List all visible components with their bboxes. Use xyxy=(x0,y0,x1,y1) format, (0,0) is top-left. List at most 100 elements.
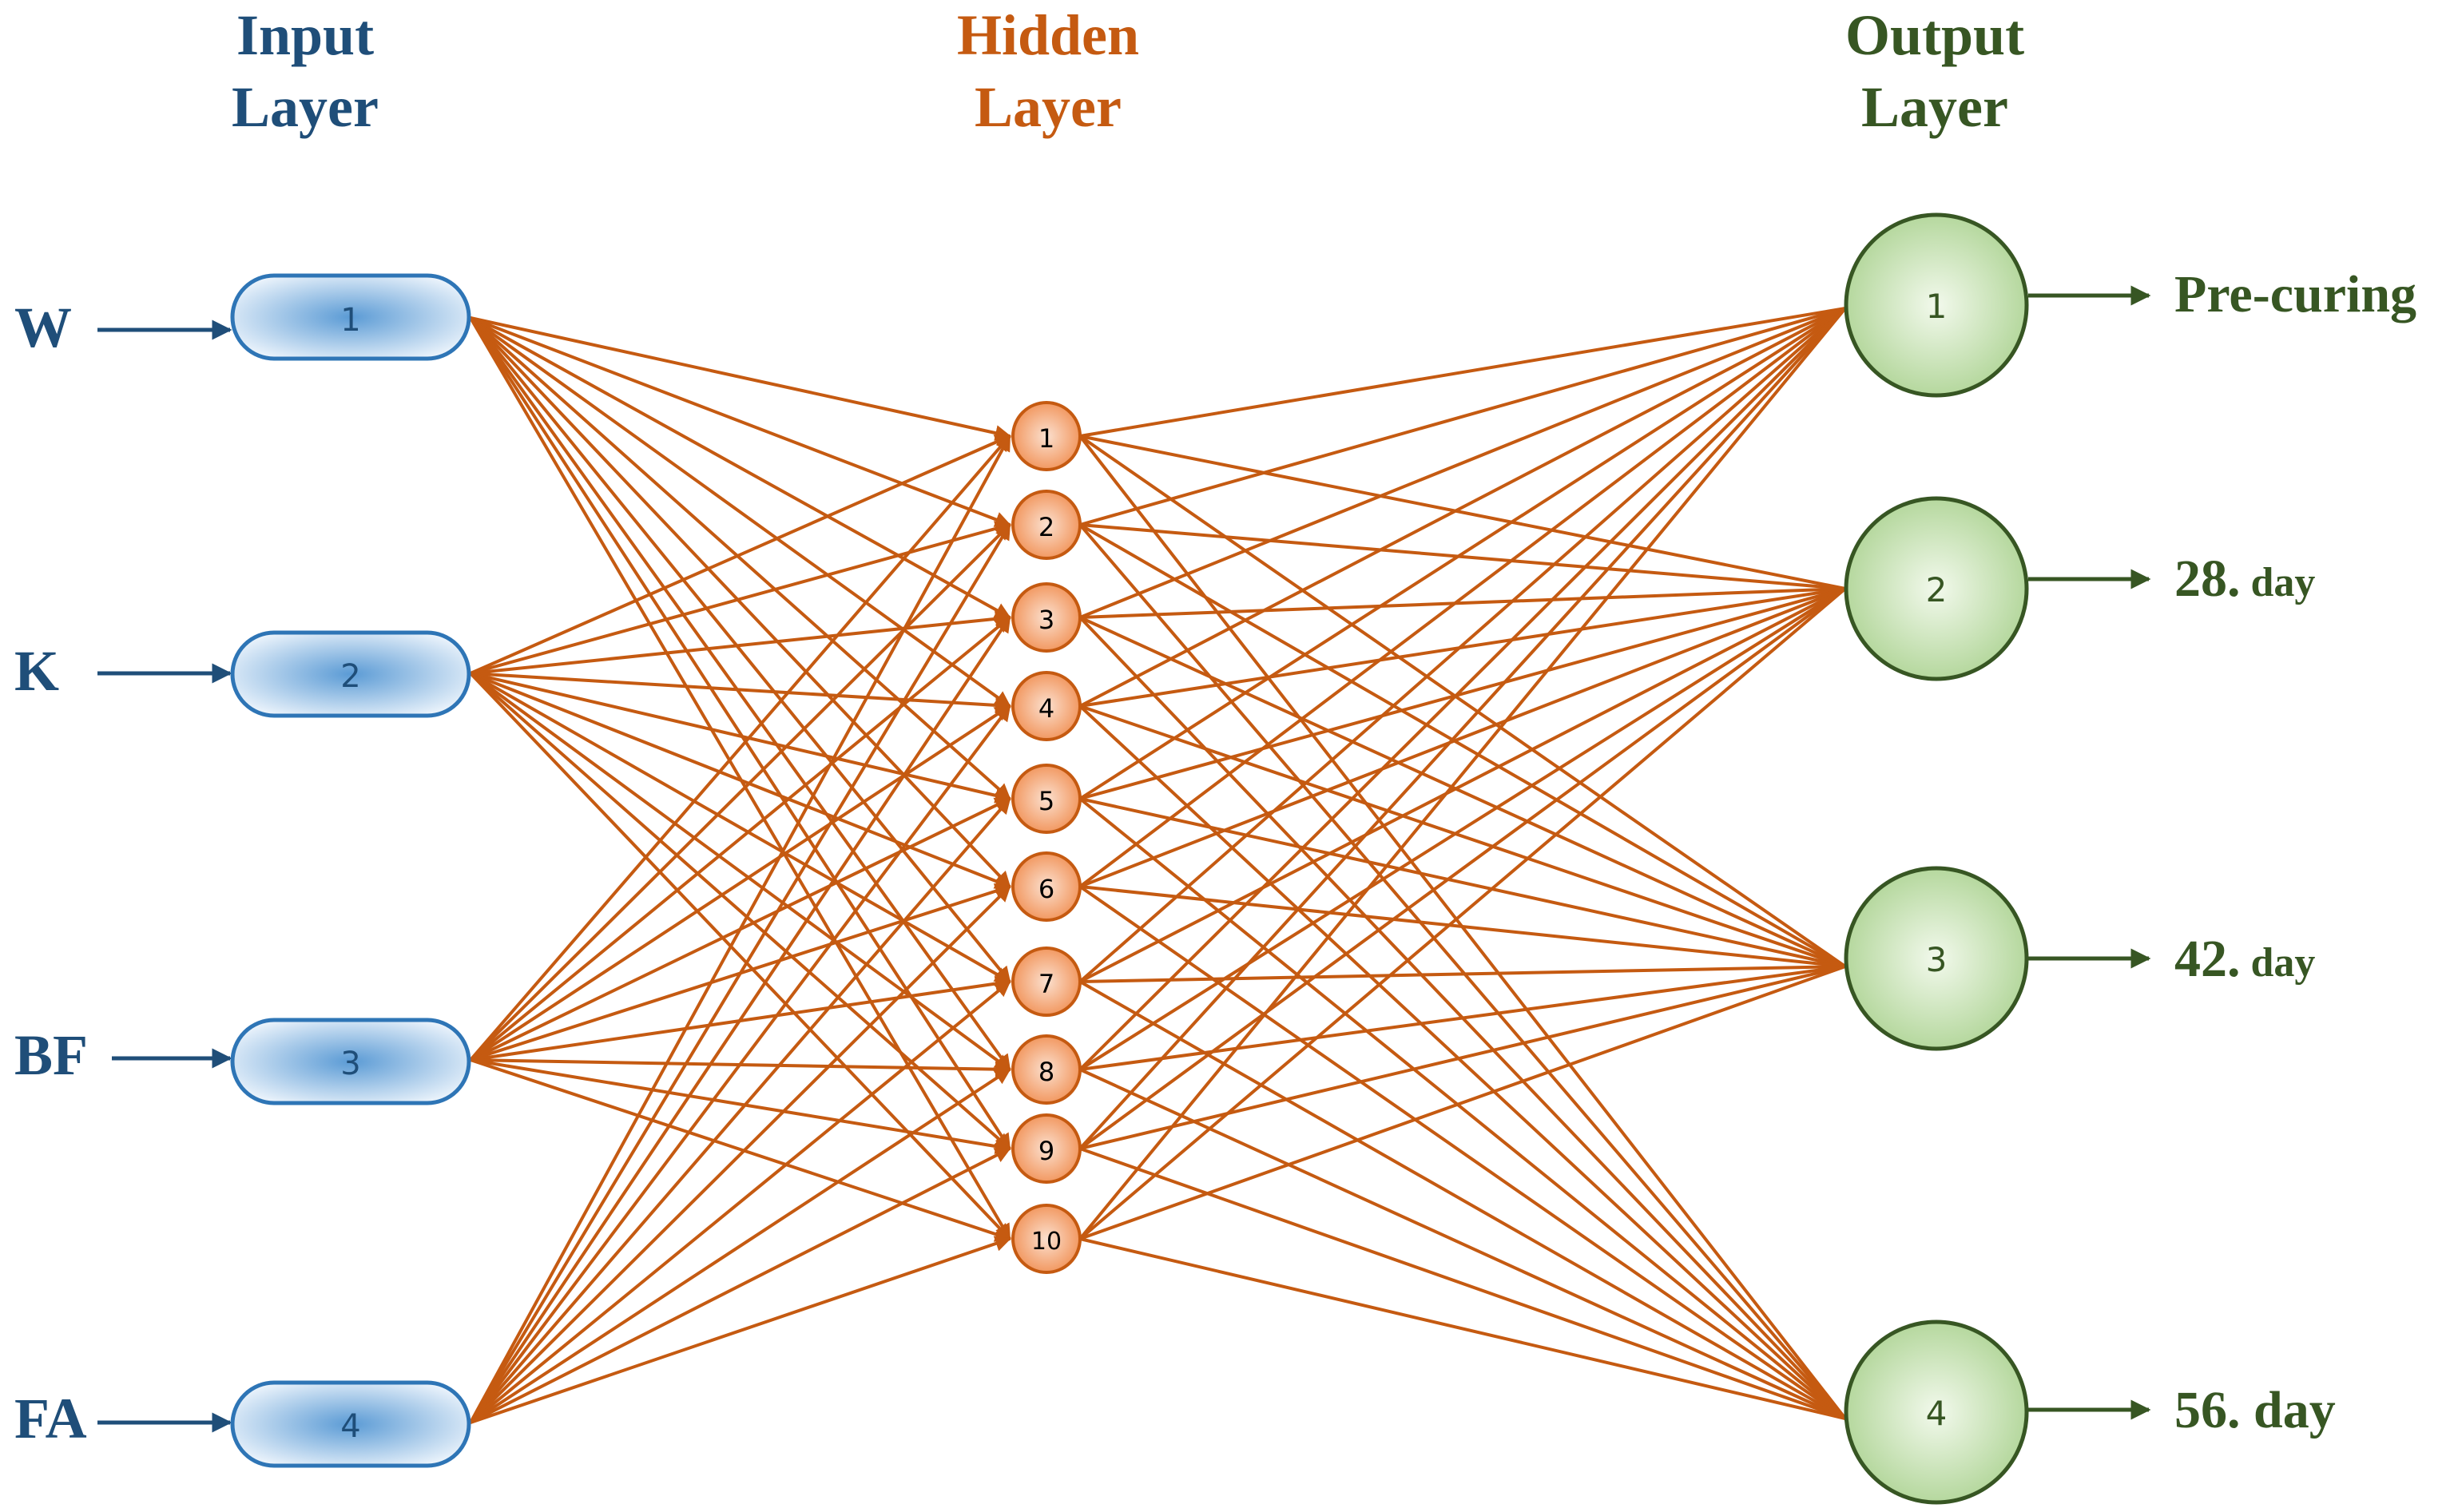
hidden-node-2-number: 2 xyxy=(1038,512,1054,542)
edge-hidden-4-output-4 xyxy=(1078,704,1847,1420)
input-labels: W K BF FA xyxy=(14,296,88,1450)
edge-hidden-5-output-2 xyxy=(1079,587,1846,800)
hidden-node-10: 10 xyxy=(1011,1204,1082,1274)
output-title-line2: Layer xyxy=(1861,75,2008,139)
edge-input-1-hidden-8 xyxy=(469,316,1011,1071)
edge-hidden-7-output-4 xyxy=(1079,980,1846,1420)
hidden-node-8-number: 8 xyxy=(1038,1057,1054,1087)
edge-input-4-hidden-4 xyxy=(469,704,1011,1424)
input-node-3-number: 3 xyxy=(340,1046,360,1082)
edge-hidden-9-output-3 xyxy=(1079,965,1846,1150)
edge-hidden-2-output-1 xyxy=(1079,307,1846,526)
output-layer-title: Output Layer xyxy=(1845,3,2024,139)
edge-input-2-hidden-2 xyxy=(470,521,1011,675)
edge-hidden-1-output-3 xyxy=(1078,435,1847,968)
edge-hidden-6-output-3 xyxy=(1079,885,1846,968)
input-node-3: 3 xyxy=(230,1018,471,1105)
hidden-node-5: 5 xyxy=(1011,764,1082,834)
output-node-1: 1 xyxy=(1844,212,2029,398)
output-labels: Pre-curing 28. day 42. day 56. day xyxy=(2174,265,2416,1439)
input-node-4: 4 xyxy=(230,1380,471,1468)
edge-hidden-1-output-1 xyxy=(1079,307,1846,438)
hidden-node-3-number: 3 xyxy=(1038,605,1054,635)
output-node-4-number: 4 xyxy=(1926,1394,1948,1433)
edge-input-2-hidden-1 xyxy=(470,435,1011,675)
edge-input-4-hidden-6 xyxy=(469,885,1011,1424)
hidden-node-4: 4 xyxy=(1011,671,1082,741)
hidden-node-6-number: 6 xyxy=(1038,874,1054,904)
hidden-node-2: 2 xyxy=(1011,490,1082,560)
output-node-4: 4 xyxy=(1844,1320,2029,1505)
edge-hidden-6-output-1 xyxy=(1078,307,1847,888)
output-label-3: 42. day xyxy=(2174,930,2315,988)
output-nodes: 1 2 3 4 xyxy=(1844,212,2029,1505)
edge-hidden-10-output-4 xyxy=(1079,1237,1846,1420)
input-label-fa: FA xyxy=(14,1387,87,1450)
edge-input-3-hidden-10 xyxy=(470,1058,1011,1242)
hidden-node-8: 8 xyxy=(1011,1034,1082,1105)
output-node-1-number: 1 xyxy=(1926,287,1948,326)
edge-hidden-8-output-1 xyxy=(1078,307,1847,1071)
edge-hidden-3-output-1 xyxy=(1079,307,1846,619)
edge-input-2-hidden-3 xyxy=(470,610,1011,675)
output-label-2-sub: day xyxy=(2241,560,2316,605)
input-hidden-connections xyxy=(469,316,1011,1424)
output-label-1-main: Pre-curing xyxy=(2174,265,2416,323)
edge-hidden-9-output-1 xyxy=(1078,307,1847,1150)
edge-input-1-hidden-2 xyxy=(470,316,1011,527)
output-node-3-number: 3 xyxy=(1926,940,1948,979)
edge-hidden-3-output-2 xyxy=(1079,587,1846,619)
edge-input-4-hidden-2 xyxy=(469,523,1011,1424)
edge-input-4-hidden-5 xyxy=(469,797,1011,1424)
output-label-4: 56. day xyxy=(2174,1381,2336,1439)
hidden-output-connections xyxy=(1078,307,1847,1420)
hidden-node-6: 6 xyxy=(1011,851,1082,922)
input-node-4-number: 4 xyxy=(340,1408,360,1445)
edge-input-1-hidden-3 xyxy=(470,316,1011,619)
edge-hidden-8-output-4 xyxy=(1079,1068,1846,1420)
edge-hidden-4-output-1 xyxy=(1079,307,1846,708)
edge-hidden-6-output-4 xyxy=(1078,885,1847,1420)
edge-input-4-hidden-10 xyxy=(470,1236,1011,1424)
hidden-node-5-number: 5 xyxy=(1038,786,1054,816)
edge-hidden-1-output-2 xyxy=(1079,435,1846,590)
input-node-2: 2 xyxy=(230,630,471,718)
output-label-4-main: 56. day xyxy=(2174,1381,2336,1439)
edge-hidden-4-output-2 xyxy=(1079,587,1846,708)
edge-hidden-7-output-3 xyxy=(1079,965,1846,983)
edge-input-2-hidden-8 xyxy=(469,672,1011,1071)
output-label-2-main: 28. xyxy=(2174,550,2241,608)
edge-hidden-5-output-3 xyxy=(1079,797,1846,968)
edge-hidden-4-output-3 xyxy=(1079,704,1846,968)
edge-input-1-hidden-7 xyxy=(469,316,1011,983)
output-label-3-main: 42. xyxy=(2174,930,2241,988)
hidden-node-9-number: 9 xyxy=(1038,1136,1054,1166)
edge-input-1-hidden-5 xyxy=(469,316,1011,800)
hidden-node-7: 7 xyxy=(1011,946,1082,1017)
edge-input-3-hidden-3 xyxy=(469,616,1011,1062)
edge-input-4-hidden-3 xyxy=(469,616,1011,1424)
output-label-3-sub: day xyxy=(2241,940,2316,986)
input-node-1: 1 xyxy=(230,273,471,361)
input-label-w: W xyxy=(14,296,72,359)
edge-input-4-hidden-1 xyxy=(469,435,1011,1423)
edge-input-2-hidden-4 xyxy=(470,672,1011,713)
edge-input-1-hidden-9 xyxy=(469,316,1011,1150)
edge-input-4-hidden-8 xyxy=(469,1068,1011,1424)
edge-hidden-2-output-2 xyxy=(1079,523,1846,590)
edge-hidden-7-output-2 xyxy=(1079,587,1846,983)
output-node-2: 2 xyxy=(1844,496,2029,681)
output-label-1: Pre-curing xyxy=(2174,265,2416,323)
edge-input-3-hidden-2 xyxy=(469,523,1011,1062)
edge-hidden-5-output-4 xyxy=(1078,797,1847,1420)
edge-input-1-hidden-4 xyxy=(469,316,1011,708)
edge-input-3-hidden-9 xyxy=(470,1058,1011,1154)
edge-hidden-8-output-2 xyxy=(1078,587,1847,1071)
output-node-3: 3 xyxy=(1844,866,2029,1051)
edge-hidden-3-output-3 xyxy=(1079,616,1846,968)
input-title-line1: Input xyxy=(236,3,374,67)
output-label-2: 28. day xyxy=(2174,550,2315,608)
edge-hidden-7-output-1 xyxy=(1078,307,1847,983)
hidden-title-line2: Layer xyxy=(975,75,1122,139)
